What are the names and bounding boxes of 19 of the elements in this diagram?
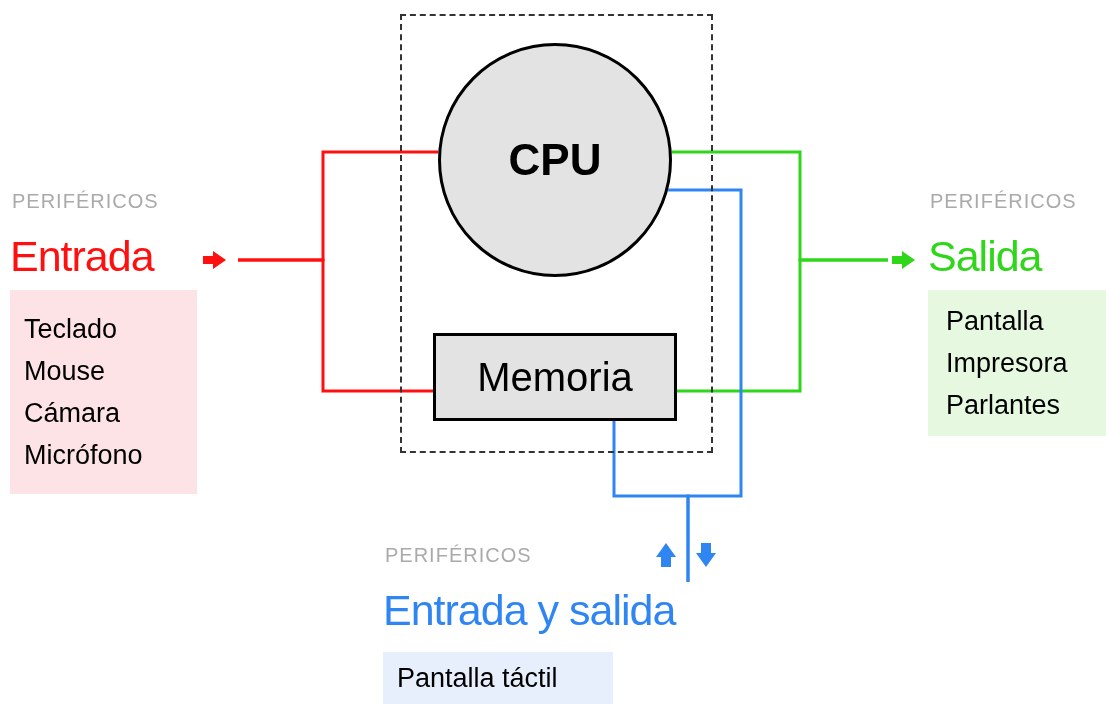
list-item: Parlantes xyxy=(946,389,1062,422)
list-item: Cámara xyxy=(24,397,122,430)
list-item: Pantalla xyxy=(946,305,1045,338)
group-title: Entrada y salida xyxy=(383,586,676,634)
category-label: PERIFÉRICOS xyxy=(12,190,159,213)
list-item: Mouse xyxy=(24,355,107,388)
category-label: PERIFÉRICOS xyxy=(930,190,1077,213)
process-box xyxy=(433,333,677,421)
group-title: Salida xyxy=(928,232,1042,280)
list-item: Micrófono xyxy=(24,439,144,472)
list-item: Pantalla táctil xyxy=(397,662,559,695)
list-item: Teclado xyxy=(24,313,119,346)
node-label: CPU xyxy=(508,135,602,185)
group-title: Entrada xyxy=(10,232,154,280)
category-label: PERIFÉRICOS xyxy=(385,544,532,567)
node-label: Memoria xyxy=(477,354,633,400)
list-item: Impresora xyxy=(946,347,1069,380)
dashed-frame xyxy=(400,14,713,453)
connector-line xyxy=(612,421,690,582)
